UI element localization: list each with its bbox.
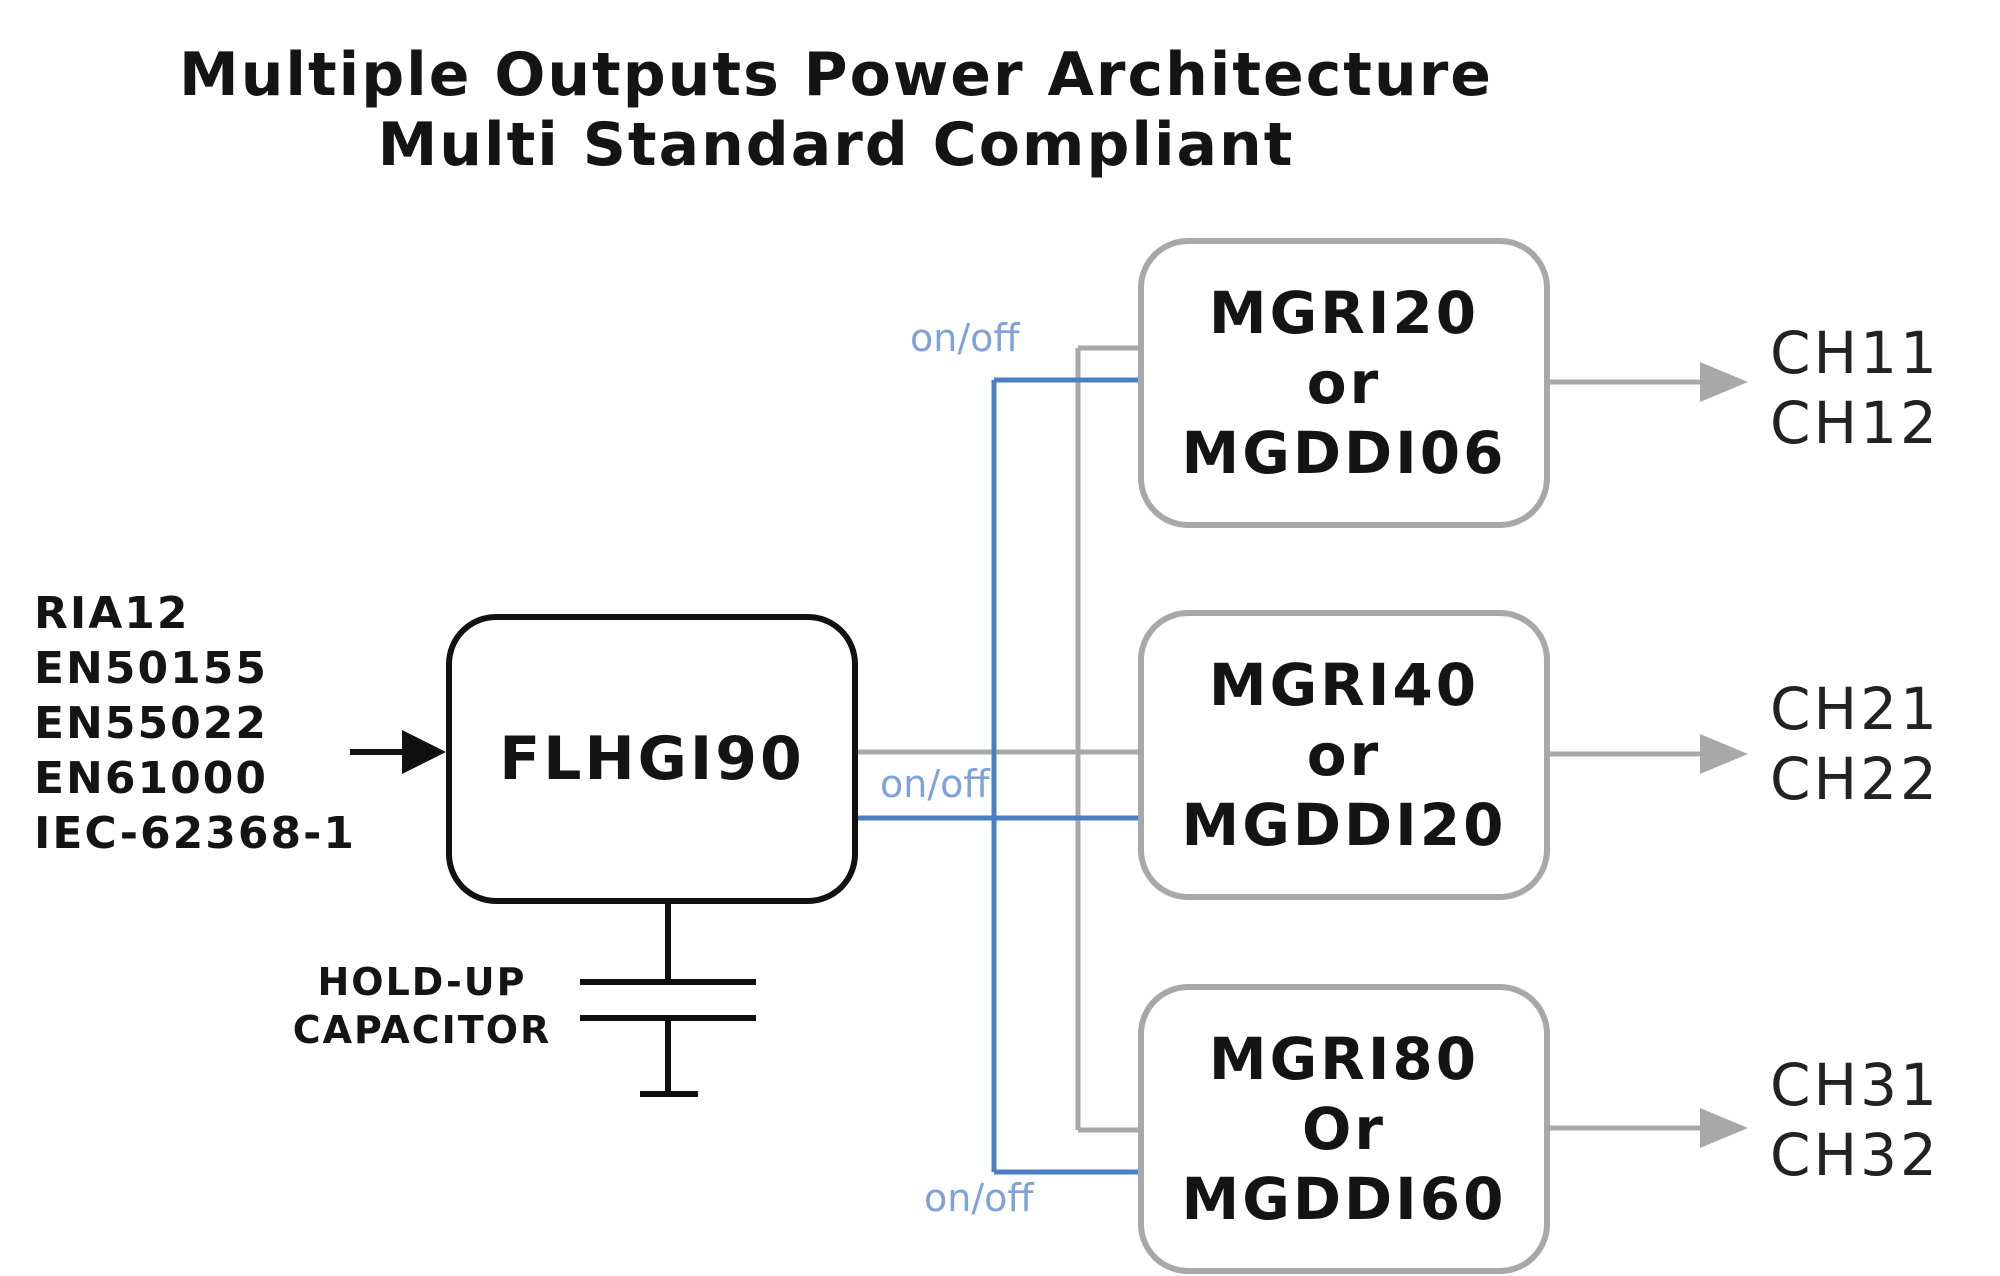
standard-label: RIA12 [34,588,190,639]
channel-label: CH11 [1770,319,1940,387]
standard-label: EN50155 [34,643,268,694]
onoff-label: on/off [910,316,1020,360]
main-module-label: FLHGI90 [499,724,805,794]
channel-label: CH31 [1770,1051,1940,1119]
diagram-subtitle: Multi Standard Compliant [377,110,1295,180]
module-label-line: or [1306,349,1382,417]
module-label-line: MGDDI60 [1181,1165,1507,1233]
module-label-line: MGDDI20 [1181,791,1507,859]
module-label-line: Or [1302,1095,1386,1163]
channel-label: CH22 [1770,745,1940,813]
channel-label: CH12 [1770,389,1940,457]
onoff-label: on/off [880,762,990,806]
main-module-box: FLHGI90 [446,614,858,904]
channel-group-2: CH21 CH22 [1770,674,1940,814]
module-box-3: MGRI80 Or MGDDI60 [1138,984,1550,1274]
module-box-1: MGRI20 or MGDDI06 [1138,238,1550,528]
capacitor-label: HOLD-UP CAPACITOR [262,958,582,1054]
module-box-2: MGRI40 or MGDDI20 [1138,610,1550,900]
standard-label: IEC-62368-1 [34,808,356,859]
channel-label: CH32 [1770,1121,1940,1189]
output-arrow-head-2 [1700,734,1748,774]
channel-group-1: CH11 CH12 [1770,318,1940,458]
module-label-line: MGRI20 [1208,279,1480,347]
input-arrow-head [402,730,446,774]
capacitor-label-line: CAPACITOR [292,1008,552,1052]
standard-label: EN61000 [34,753,268,804]
module-label-line: MGDDI06 [1181,419,1507,487]
capacitor-label-line: HOLD-UP [317,960,527,1004]
channel-group-3: CH31 CH32 [1770,1050,1940,1190]
standards-list: RIA12 EN50155 EN55022 EN61000 IEC-62368-… [34,586,356,861]
output-arrow-head-1 [1700,362,1748,402]
module-label-line: or [1306,721,1382,789]
output-arrow-head-3 [1700,1108,1748,1148]
standard-label: EN55022 [34,698,268,749]
diagram-title: Multiple Outputs Power Architecture [179,40,1493,110]
module-label-line: MGRI80 [1208,1025,1480,1093]
channel-label: CH21 [1770,675,1940,743]
module-label-line: MGRI40 [1208,651,1480,719]
onoff-label: on/off [924,1176,1034,1220]
